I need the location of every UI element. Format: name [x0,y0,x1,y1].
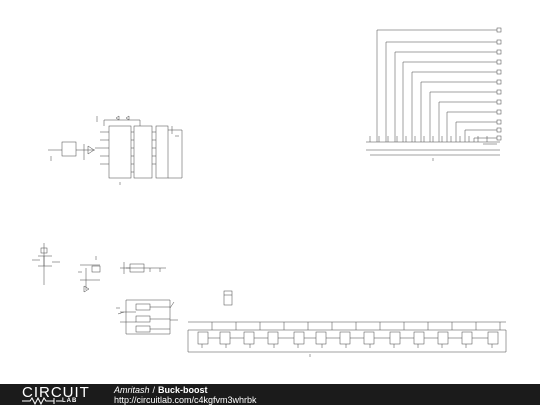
logo-wordmark: CIRCUIT [22,384,90,401]
decoder-bus-block [366,27,502,161]
circuit-title[interactable]: Buck-boost [158,385,208,395]
logo-subword: LAB [62,398,78,404]
author-link[interactable]: Amritash [114,385,150,395]
gate-driver-block [78,256,166,293]
circuit-meta: Amritash/Buck-boost http://circuitlab.co… [114,385,257,405]
circuitlab-logo[interactable]: CIRCUIT LAB [22,384,102,405]
counter-chain-block [187,321,507,357]
schematic-canvas [32,27,507,357]
title-separator: / [152,385,156,395]
circuit-url[interactable]: http://circuitlab.com/c4kgfvm3whrbk [114,395,257,405]
logic-stack-block [116,290,233,335]
logo-resistor-icon [22,397,62,405]
controller-ic-block [48,115,183,185]
bias-network-block [32,243,60,285]
footer-bar: CIRCUIT LAB Amritash/Buck-boost http://c… [0,384,540,405]
